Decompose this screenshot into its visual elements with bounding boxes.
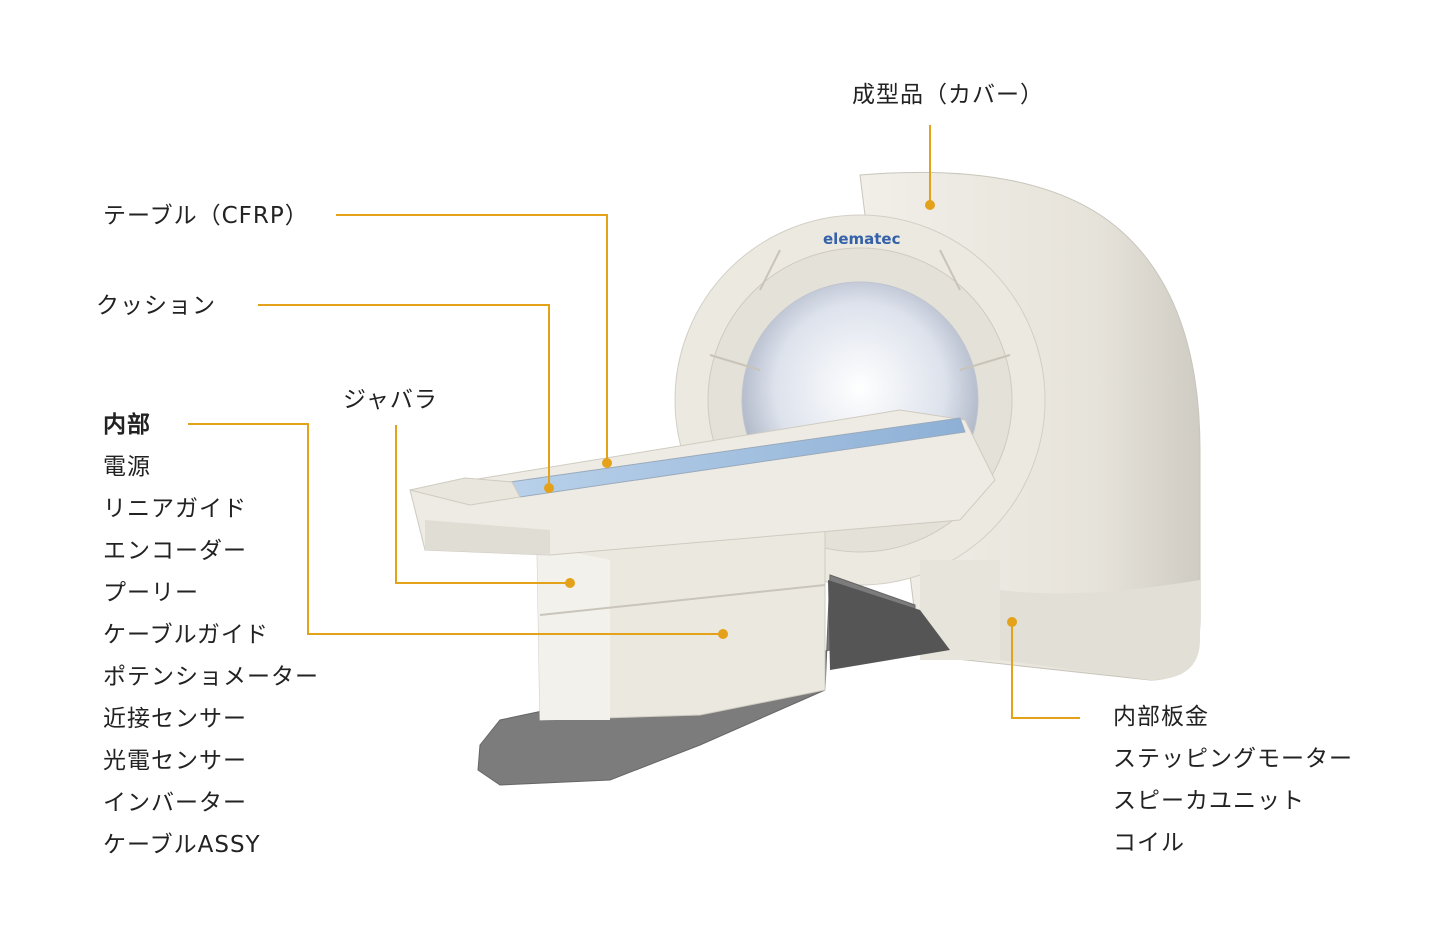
list-item: スピーカユニット bbox=[1113, 788, 1305, 814]
callout-lines bbox=[188, 125, 1080, 719]
list-item: プーリー bbox=[103, 580, 199, 606]
internal-parts-list: 内部 電源 リニアガイド エンコーダー プーリー ケーブルガイド ポテンショメー… bbox=[103, 404, 319, 866]
label-bellows: ジャバラ bbox=[343, 387, 438, 413]
logo: elematec bbox=[823, 230, 900, 248]
list-item: コイル bbox=[1113, 830, 1185, 856]
sheet-metal-parts-list: 内部板金 ステッピングモーター スピーカユニット コイル bbox=[1113, 696, 1353, 864]
list-item: 電源 bbox=[103, 454, 151, 480]
label-cover: 成型品（カバー） bbox=[852, 82, 1044, 108]
list-item: 光電センサー bbox=[103, 748, 247, 774]
callout-bellows bbox=[395, 425, 570, 584]
label-table: テーブル（CFRP） bbox=[103, 203, 309, 229]
list-item: エンコーダー bbox=[103, 538, 247, 564]
internal-heading: 内部 bbox=[103, 412, 151, 438]
list-item: リニアガイド bbox=[103, 496, 247, 522]
list-item: ケーブルASSY bbox=[103, 832, 261, 858]
list-item: ポテンショメーター bbox=[103, 664, 319, 690]
list-item: 近接センサー bbox=[103, 706, 247, 732]
callout-cushion bbox=[258, 304, 550, 488]
label-cushion: クッション bbox=[96, 293, 216, 319]
callout-dots bbox=[544, 200, 1017, 639]
patient-table bbox=[409, 409, 996, 556]
list-item: ケーブルガイド bbox=[103, 622, 269, 648]
callout-table bbox=[336, 214, 608, 463]
sheet-metal-heading: 内部板金 bbox=[1113, 704, 1209, 730]
list-item: インバーター bbox=[103, 790, 247, 816]
table-pedestal bbox=[536, 499, 826, 721]
list-item: ステッピングモーター bbox=[1113, 746, 1353, 772]
callout-sheet-metal bbox=[1011, 622, 1080, 719]
callout-internal bbox=[188, 423, 723, 635]
